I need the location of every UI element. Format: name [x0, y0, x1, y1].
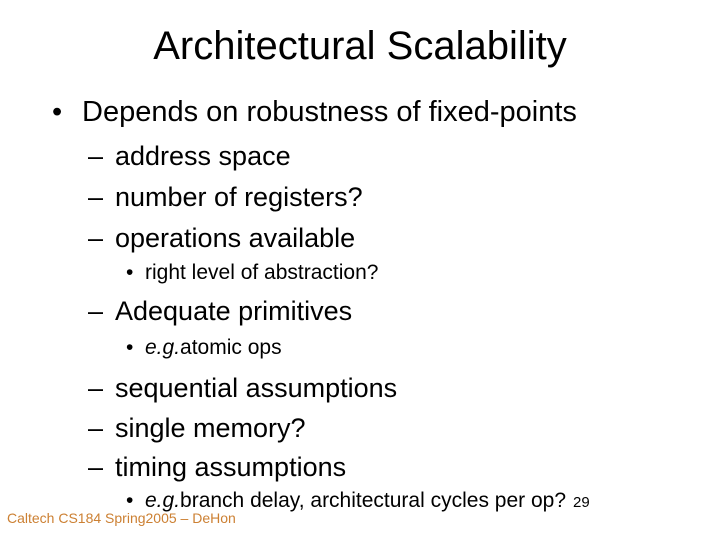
bullet-text-italic: e.g.	[145, 336, 181, 359]
bullet-text: timing assumptions	[115, 452, 347, 482]
dash-marker: –	[88, 413, 104, 443]
bullet-item-level2: – address space	[88, 141, 291, 172]
bullet-marker: •	[126, 261, 134, 284]
bullet-text: operations available	[115, 223, 356, 253]
bullet-item-level2: – timing assumptions	[88, 452, 346, 483]
bullet-text: address space	[115, 141, 291, 171]
dash-marker: –	[88, 296, 104, 326]
bullet-text-italic: e.g.	[145, 489, 181, 512]
bullet-item-level2: – number of registers?	[88, 182, 363, 213]
bullet-text: Adequate primitives	[115, 296, 353, 326]
bullet-text: atomic ops	[180, 336, 282, 359]
bullet-item-level1: • Depends on robustness of fixed-points	[52, 96, 577, 129]
bullet-text: right level of abstraction?	[145, 261, 379, 284]
bullet-text: Depends on robustness of fixed-points	[82, 96, 577, 128]
dash-marker: –	[88, 373, 104, 403]
bullet-marker: •	[126, 489, 134, 512]
dash-marker: –	[88, 141, 104, 171]
bullet-item-level3: • e.g. atomic ops	[126, 336, 282, 360]
bullet-item-level3: • e.g. branch delay, architectural cycle…	[126, 489, 590, 513]
slide-title: Architectural Scalability	[153, 24, 567, 68]
dash-marker: –	[88, 182, 104, 212]
bullet-item-level2: – single memory?	[88, 413, 306, 444]
page-number: 29	[573, 494, 590, 511]
bullet-item-level3: • right level of abstraction?	[126, 261, 378, 285]
bullet-item-level2: – sequential assumptions	[88, 373, 397, 404]
bullet-marker: •	[52, 96, 63, 128]
bullet-text: single memory?	[115, 413, 306, 443]
dash-marker: –	[88, 452, 104, 482]
bullet-marker: •	[126, 336, 134, 359]
bullet-text: branch delay, architectural cycles per o…	[180, 489, 567, 512]
slide-footer: Caltech CS184 Spring2005 – DeHon	[7, 510, 236, 526]
bullet-text: number of registers?	[115, 182, 363, 212]
dash-marker: –	[88, 223, 104, 253]
bullet-item-level2: – Adequate primitives	[88, 296, 352, 327]
bullet-item-level2: – operations available	[88, 223, 355, 254]
bullet-text: sequential assumptions	[115, 373, 398, 403]
